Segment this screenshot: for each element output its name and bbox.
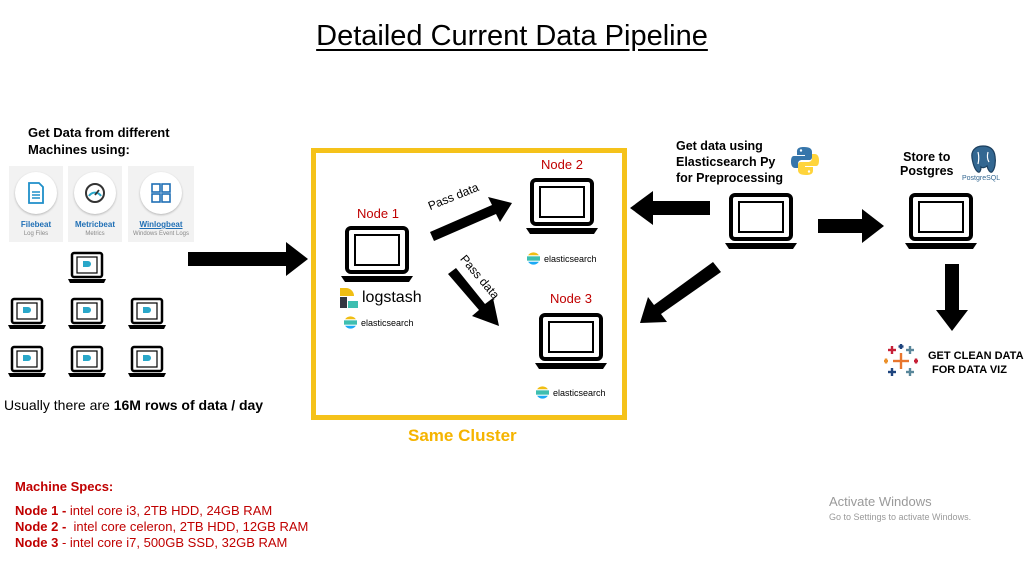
elasticsearch-icon [344, 316, 357, 329]
node2-elastic: elasticsearch [527, 252, 597, 265]
filebeat-card: Filebeat Log Files [9, 166, 63, 242]
sources-heading-line2: Machines using: [28, 142, 130, 157]
node3-elastic: elasticsearch [536, 386, 606, 399]
node2-elastic-label: elasticsearch [544, 253, 597, 264]
node1-elastic-label: elasticsearch [361, 317, 414, 328]
spec-node3-detail: - intel core i7, 500GB SSD, 32GB RAM [58, 535, 288, 550]
spec-node1-detail: intel core i3, 2TB HDD, 24GB RAM [66, 503, 273, 518]
windows-icon [140, 172, 182, 214]
metricbeat-card: Metricbeat Metrics [68, 166, 122, 242]
postgresql-logo-text: PostgreSQL [962, 175, 1001, 182]
cluster-label: Same Cluster [408, 426, 517, 445]
cluster-box [311, 148, 627, 420]
sources-to-node1-arrow [188, 242, 308, 276]
metricbeat-sub: Metrics [85, 231, 105, 237]
preprocess-line1: Get data using [676, 139, 763, 153]
postgres-to-viz-arrow [936, 264, 968, 331]
rows-note-prefix: Usually there are [4, 397, 114, 413]
viz-line2: FOR DATA VIZ [932, 364, 1007, 376]
node3-elastic-label: elasticsearch [553, 387, 606, 398]
winlogbeat-sub: Windows Event Logs [132, 231, 190, 237]
node2-laptop-icon [525, 178, 599, 236]
winlogbeat-label: Winlogbeat [139, 220, 183, 229]
node3-label: Node 3 [550, 291, 592, 306]
activate-windows-title: Activate Windows [829, 494, 932, 509]
elasticsearch-icon [527, 252, 540, 265]
rows-note-bold: 16M rows of data / day [113, 397, 264, 413]
node3-laptop-icon [534, 313, 608, 371]
sources-heading: Get Data from different Machines using: [28, 124, 170, 158]
viz-line1: GET CLEAN DATA [928, 350, 1024, 362]
preprocess-to-node2-arrow [630, 191, 710, 225]
specs-heading: Machine Specs: [15, 479, 114, 494]
spec-node1: Node 1 - intel core i3, 2TB HDD, 24GB RA… [15, 503, 308, 519]
postgres-line2: Postgres [900, 164, 954, 178]
preprocess-to-node3-arrow [640, 262, 721, 323]
rows-per-day-note: Usually there are 16M rows of data / day [4, 397, 263, 413]
logstash-label: logstash [362, 289, 422, 306]
winlogbeat-card: Winlogbeat Windows Event Logs [128, 166, 194, 242]
spec-node2-detail: intel core celeron, 2TB HDD, 12GB RAM [66, 519, 309, 534]
preprocess-label: Get data using Elasticsearch Py for Prep… [676, 138, 783, 186]
spec-node2: Node 2 - intel core celeron, 2TB HDD, 12… [15, 519, 308, 535]
node1-to-node3-arrow [448, 268, 499, 326]
preprocess-laptop-icon [724, 193, 798, 251]
preprocess-line3: for Preprocessing [676, 171, 783, 185]
machine-specs: Machine Specs: Node 1 - intel core i3, 2… [15, 479, 308, 551]
gauge-icon [74, 172, 116, 214]
preprocess-line2: Elasticsearch Py [676, 155, 776, 169]
filebeat-label: Filebeat [20, 220, 52, 229]
viz-label: GET CLEAN DATA FOR DATA VIZ [928, 349, 1024, 377]
postgres-line1: Store to [903, 150, 951, 164]
postgres-label: Store to Postgres [900, 150, 954, 178]
page-title: Detailed Current Data Pipeline [316, 20, 708, 52]
filebeat-sub: Log Files [23, 231, 49, 237]
file-icon [15, 172, 57, 214]
activate-windows-subtitle: Go to Settings to activate Windows. [829, 512, 972, 522]
spec-node3-name: Node 3 [15, 535, 59, 550]
node2-label: Node 2 [541, 157, 583, 172]
tableau-icon [884, 344, 918, 376]
elasticsearch-icon [536, 386, 549, 399]
sources-heading-line1: Get Data from different [28, 125, 170, 140]
node1-elastic: elasticsearch [344, 316, 414, 329]
python-icon [791, 147, 819, 175]
spec-node1-name: Node 1 - [15, 503, 67, 518]
postgres-laptop-icon [904, 193, 978, 251]
postgresql-elephant-icon [971, 145, 996, 173]
spec-node3: Node 3 - intel core i7, 500GB SSD, 32GB … [15, 535, 308, 551]
metricbeat-label: Metricbeat [74, 220, 115, 229]
node1-laptop-icon [340, 226, 414, 284]
preprocess-to-postgres-arrow [818, 209, 884, 243]
node1-logstash: logstash [340, 288, 422, 308]
node1-to-node2-arrow [430, 197, 512, 241]
logstash-icon [340, 288, 358, 308]
node1-label: Node 1 [357, 206, 399, 221]
spec-node2-name: Node 2 - [15, 519, 67, 534]
